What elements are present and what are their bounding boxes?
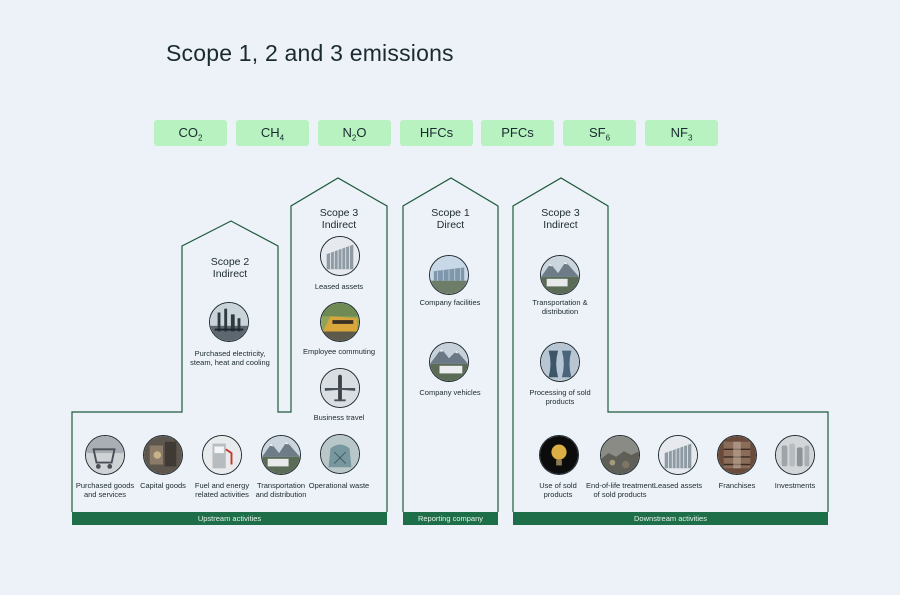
scope3-upstream-heading: Scope 3 Indirect [319, 207, 359, 231]
item-label: Company facilities [419, 298, 481, 307]
upstream-outline [71, 177, 388, 512]
item-label: Franchises [718, 481, 756, 490]
waste-bag-icon [320, 434, 360, 474]
vehicle-icon [429, 342, 469, 382]
facility-icon [429, 255, 469, 295]
gas-chip-ch4: CH4 [236, 120, 309, 146]
airplane-icon [320, 368, 360, 408]
greenhouse-gas-row: CO2 CH4 N2O HFCs PFCs SF6 NF3 [0, 120, 900, 146]
shop-interior-icon [717, 435, 757, 475]
item-label: Capital goods [140, 481, 186, 490]
cooling-tower-icon [540, 342, 580, 382]
reporting-company-outline [402, 177, 499, 512]
item-label: Purchased goods and services [75, 481, 135, 499]
item-label: Employee commuting [302, 347, 376, 356]
fuel-pump-icon [202, 435, 242, 475]
item-label: Company vehicles [419, 388, 481, 397]
item-label: Transportation and distribution [255, 481, 307, 499]
item-label: Leased assets [314, 282, 364, 291]
gas-chip-pfcs: PFCs [481, 120, 554, 146]
reporting-company-bar: Reporting company [403, 512, 498, 525]
gas-chip-hfcs: HFCs [400, 120, 473, 146]
office-building-icon [320, 236, 360, 276]
scope2-heading: Scope 2 Indirect [210, 256, 250, 280]
truck-mountain-icon [261, 435, 301, 475]
item-label: Use of sold products [539, 481, 577, 499]
gas-chip-co2: CO2 [154, 120, 227, 146]
gas-chip-sf6: SF6 [563, 120, 636, 146]
item-label: Operational waste [308, 481, 370, 490]
scope1-heading: Scope 1 Direct [431, 207, 470, 231]
item-label: End-of-life treatment of sold products [586, 481, 654, 499]
gas-chip-nf3: NF3 [645, 120, 718, 146]
downstream-activities-bar: Downstream activities [513, 512, 828, 525]
item-label: Leased assets [653, 481, 703, 490]
coins-icon [775, 435, 815, 475]
light-bulb-icon [539, 435, 579, 475]
item-label: Investments [774, 481, 816, 490]
item-label: Business travel [313, 413, 365, 422]
page-title: Scope 1, 2 and 3 emissions [166, 40, 454, 66]
shopping-cart-icon [85, 435, 125, 475]
item-label: Fuel and energy related activities [194, 481, 250, 499]
office-building-icon [658, 435, 698, 475]
scrap-pile-icon [600, 435, 640, 475]
train-icon [320, 302, 360, 342]
power-plant-icon [209, 302, 249, 342]
gas-chip-n2o: N2O [318, 120, 391, 146]
item-label: Processing of sold products [529, 388, 591, 406]
truck-mountain-icon [540, 255, 580, 295]
item-label: Purchased electricity, steam, heat and c… [190, 349, 270, 367]
downstream-outline [512, 177, 829, 512]
upstream-activities-bar: Upstream activities [72, 512, 387, 525]
scope3-downstream-heading: Scope 3 Indirect [541, 207, 580, 231]
item-label: Transportation & distribution [532, 298, 588, 316]
machinery-icon [143, 435, 183, 475]
